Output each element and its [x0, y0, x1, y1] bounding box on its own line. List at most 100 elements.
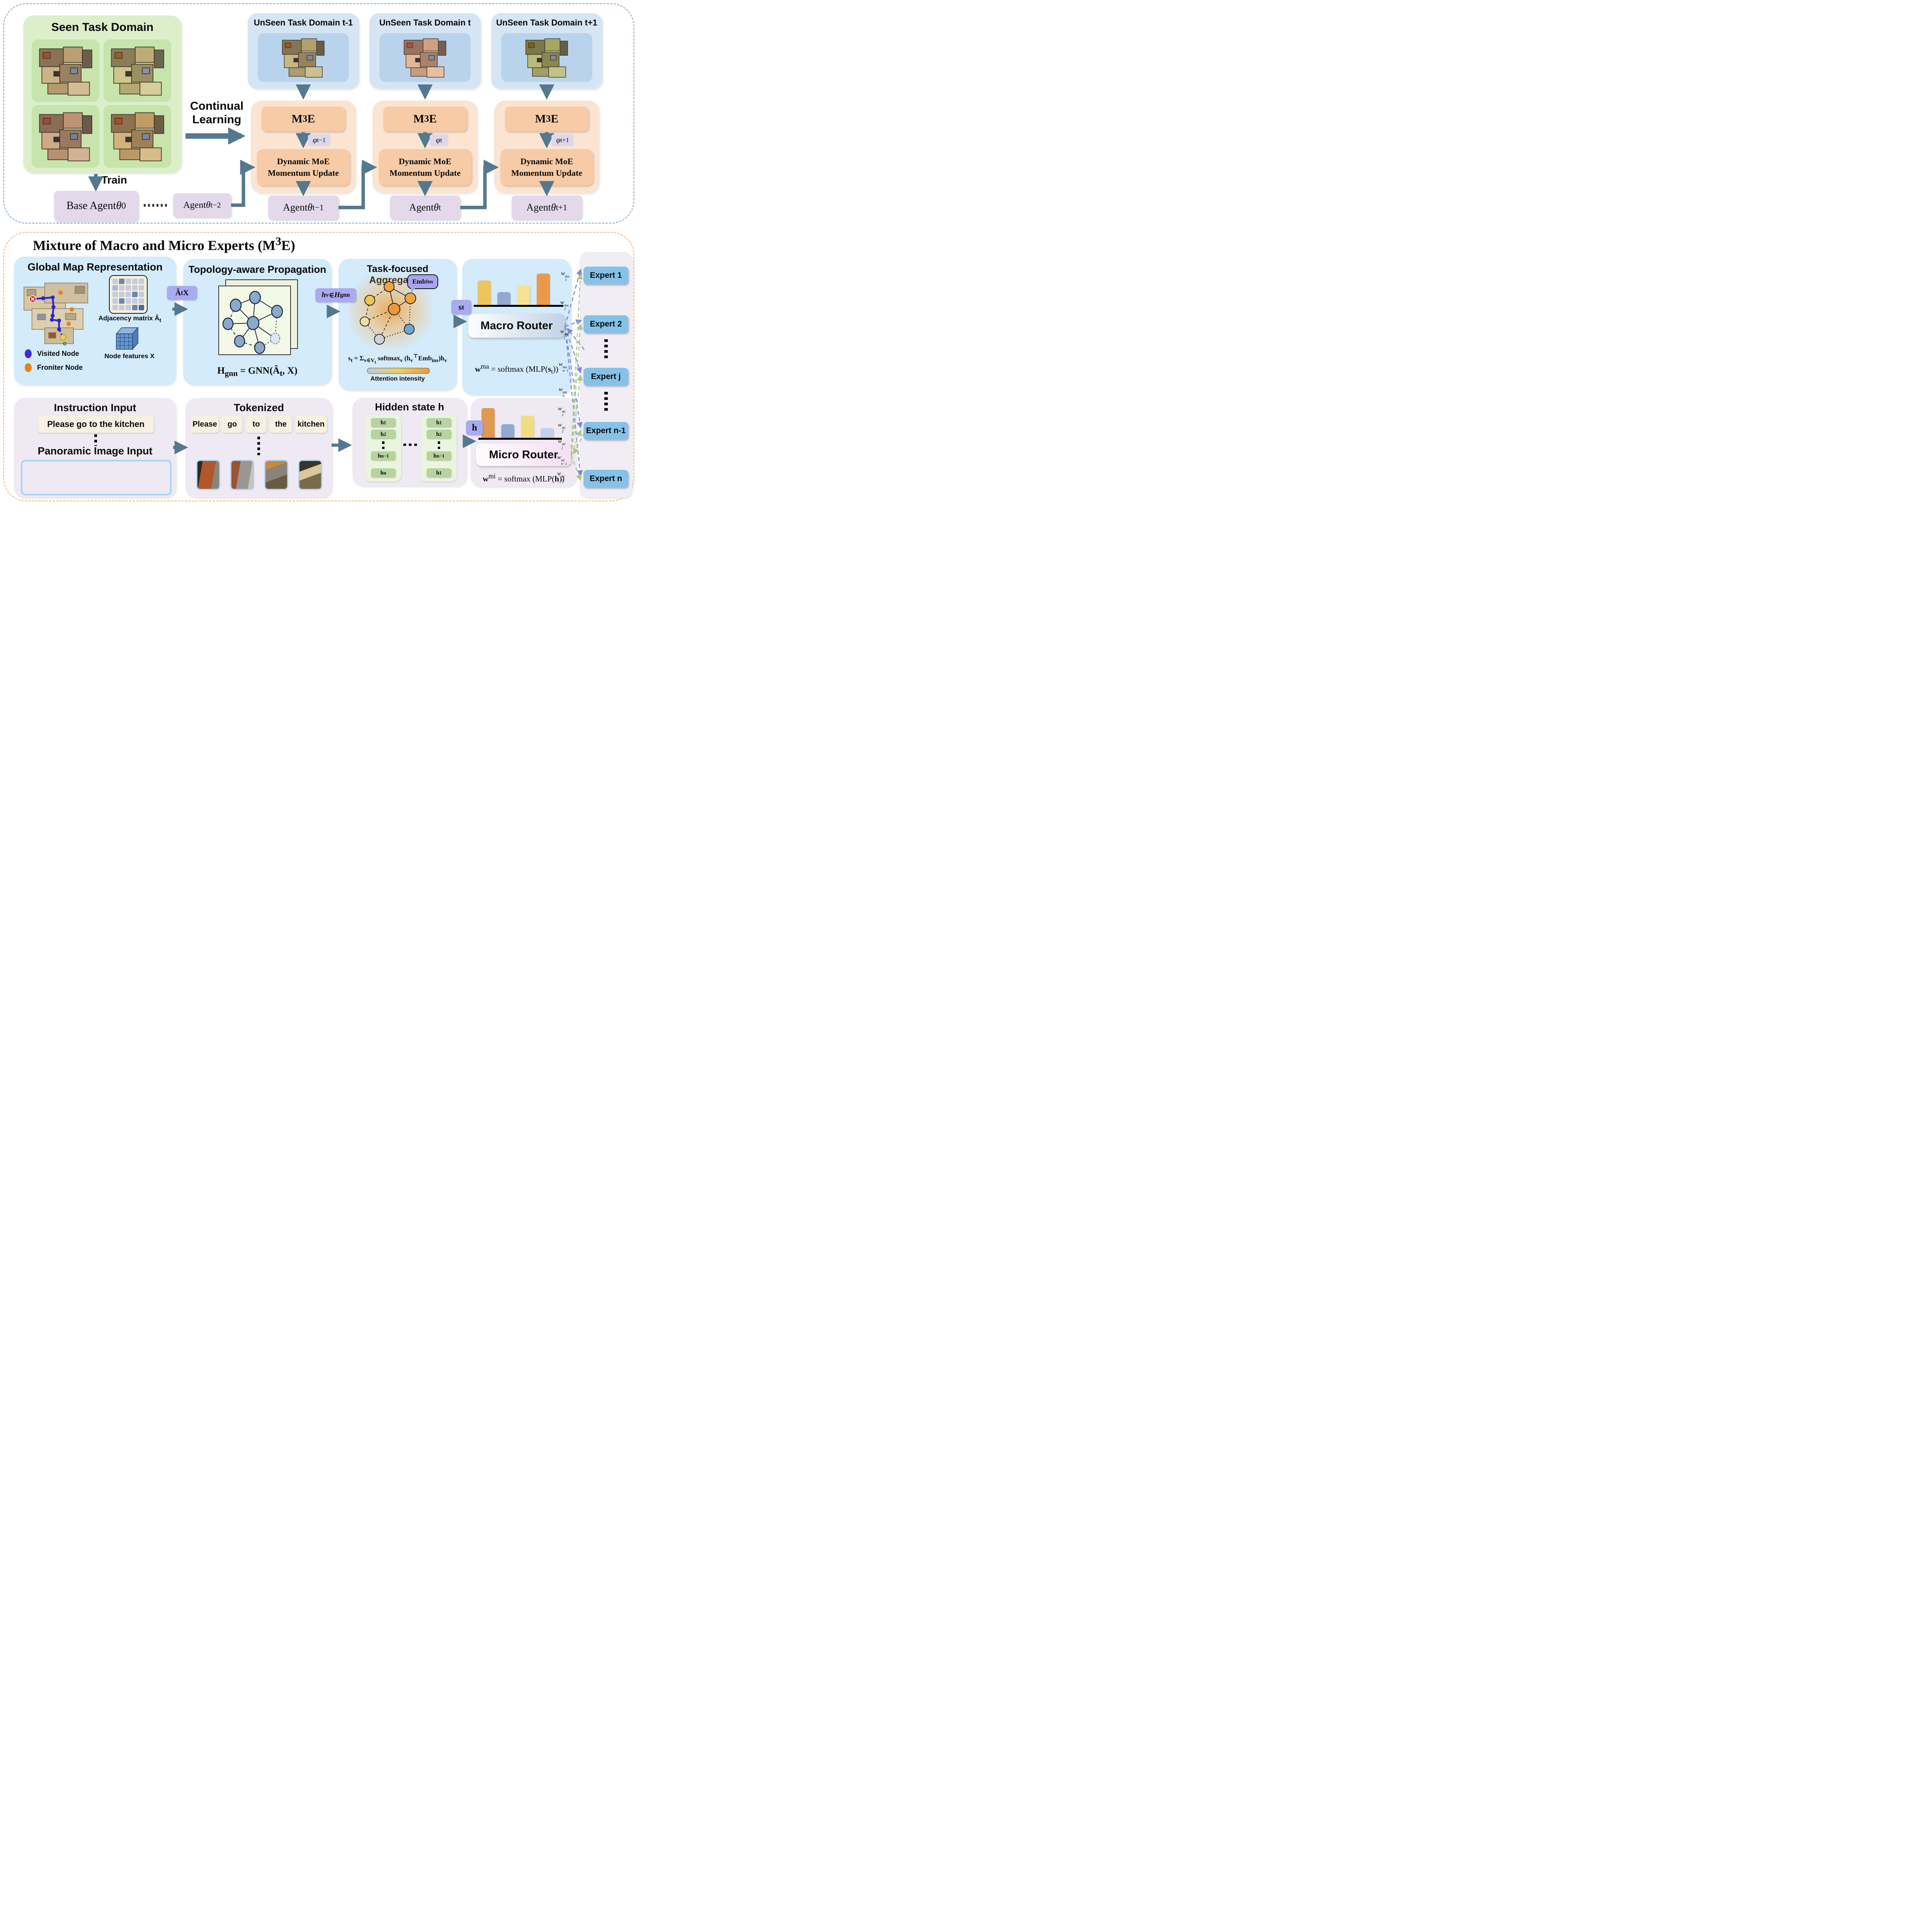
instruction-input-panel: Instruction Input Please go to the kitch… — [14, 398, 176, 498]
dots-connector — [257, 437, 260, 455]
global-map-image — [24, 282, 88, 345]
seen-task-domain-title: Seen Task Domain — [51, 21, 154, 34]
floorplan-image — [108, 109, 167, 164]
expert-2-box: Expert 2 — [583, 315, 628, 333]
unseen-floorplan-image — [501, 33, 592, 82]
node-features-label: Node features X — [104, 352, 155, 360]
legend-frontier-node: Froniter Node — [25, 363, 83, 372]
word-token: go — [222, 416, 243, 433]
aggregation-formula: st = Σv∈Vt softmaxv (hv⊤Embins)hv — [348, 353, 447, 365]
seen-floorplan-tile — [32, 39, 99, 102]
expert-1-box: Expert 1 — [583, 267, 628, 284]
ellipsis-dots — [144, 204, 168, 207]
adjacency-matrix-cells — [112, 279, 144, 310]
dots-connector — [604, 339, 608, 361]
micro-bars-baseline — [478, 438, 562, 440]
frontier-node-icon — [25, 363, 32, 372]
tokenized-panel: Tokenized Please go to the kitchen — [185, 398, 332, 498]
dots-connector — [438, 441, 440, 449]
gnn-formula: Hgnn = GNN(Ât, X) — [217, 366, 298, 378]
image-token — [264, 460, 288, 490]
macro-weight-bars — [478, 274, 550, 305]
visited-node-label: Visited Node — [37, 350, 79, 357]
adjacency-matrix — [109, 275, 148, 314]
hidden-state-title: Hidden state h — [375, 401, 444, 413]
continual-learning-section-border — [3, 3, 634, 224]
word-token: to — [246, 416, 267, 433]
h-arrow-label: h — [466, 420, 483, 435]
macro-router-box: Macro Router — [468, 314, 565, 338]
dots-connector — [604, 392, 608, 413]
image-token — [230, 460, 254, 490]
experts-panel: Expert 1 Expert 2 Expert j Expert n-1 Ex… — [580, 252, 632, 498]
m3e-section-title: Mixture of Macro and Micro Experts (M3E) — [33, 235, 295, 253]
tokenized-title: Tokenized — [233, 402, 284, 413]
word-token: Please — [191, 416, 219, 433]
dynamic-moe-update-box: Dynamic MoE Momentum Update — [500, 149, 593, 185]
dots-connector — [382, 441, 384, 449]
macro-bars-baseline — [474, 305, 563, 307]
unseen-domain-panel-t: UnSeen Task Domain t — [369, 13, 481, 89]
dynamic-moe-update-box: Dynamic MoE Momentum Update — [379, 149, 471, 185]
unseen-domain-panel-t-1: UnSeen Task Domain t-1 — [248, 13, 359, 89]
continual-learning-label: Continual Learning — [190, 100, 244, 126]
seen-floorplan-tile — [32, 105, 99, 168]
train-label: Train — [101, 174, 127, 186]
floorplan-image — [263, 36, 344, 79]
dots-connector — [403, 444, 420, 446]
instruction-input-title: Instruction Input — [54, 402, 136, 413]
micro-weight-formula: wmi = softmax (MLP(h)) — [483, 472, 565, 483]
attention-intensity-label: Attention intensity — [370, 376, 425, 382]
floorplan-image — [385, 36, 465, 79]
image-token — [298, 460, 322, 490]
micro-router-panel: Micro Router wmi = softmax (MLP(h)) — [471, 398, 577, 487]
image-token — [196, 460, 220, 490]
frontier-node-label: Froniter Node — [37, 364, 83, 371]
floorplan-image — [507, 36, 587, 79]
instruction-text-box: Please go to the kitchen — [38, 416, 154, 433]
topology-propagation-panel: Topology-aware Propagation Hgnn = GNN(Ât… — [183, 259, 332, 385]
architecture-figure: Seen Task Domain Train Continual Learnin… — [0, 0, 638, 504]
gnn-layers-graph — [218, 279, 298, 355]
expert-j-box: Expert j — [583, 368, 628, 386]
attention-intensity-bar — [367, 368, 430, 374]
word-token: kitchen — [295, 416, 327, 433]
seen-floorplan-tile — [104, 39, 171, 102]
unseen-domain-title: UnSeen Task Domain t-1 — [253, 18, 353, 27]
adjacency-matrix-label: Adjacency matrix Ât — [98, 315, 162, 324]
dots-connector — [94, 434, 97, 446]
floorplan-image — [108, 43, 167, 99]
panoramic-input-title: Panoramic Image Input — [37, 445, 153, 457]
attention-graph — [349, 274, 432, 350]
task-aggregation-panel: Task-focused Aggregation — [338, 259, 457, 390]
expert-n-box: Expert n — [583, 470, 628, 488]
panorama-image — [21, 460, 172, 495]
seen-floorplan-tile — [104, 105, 171, 168]
